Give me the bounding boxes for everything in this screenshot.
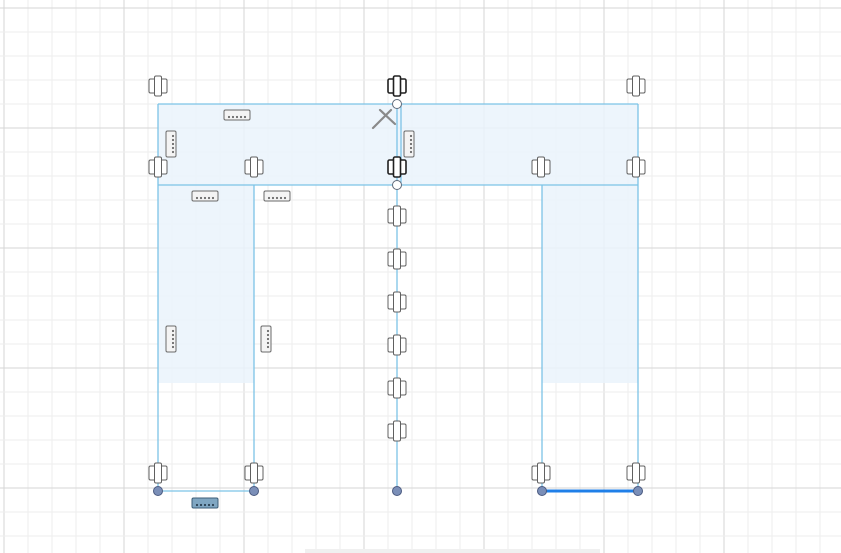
coincident-constraint-icon[interactable] xyxy=(387,248,407,270)
coincident-constraint-icon[interactable] xyxy=(387,75,407,97)
coincident-constraint-icon[interactable] xyxy=(148,462,168,484)
right-post-region[interactable] xyxy=(542,185,638,383)
coincident-constraint-icon[interactable] xyxy=(387,334,407,356)
coincident-constraint-icon[interactable] xyxy=(244,462,264,484)
bottom-left-foot-dimension-icon[interactable] xyxy=(191,497,219,509)
sketch-endpoints xyxy=(153,99,643,496)
coincident-constraint-icon[interactable] xyxy=(148,156,168,178)
bottom-right-outer-endpoint[interactable] xyxy=(633,486,643,496)
coincident-constraint-icon[interactable] xyxy=(531,462,551,484)
coincident-constraint-icon[interactable] xyxy=(148,75,168,97)
vertical-dimension-icon[interactable] xyxy=(260,325,272,353)
coincident-constraint-icon[interactable] xyxy=(387,420,407,442)
horizontal-scrollbar-track[interactable] xyxy=(305,549,600,553)
bottom-right-inner-endpoint[interactable] xyxy=(537,486,547,496)
vertical-dimension-icon[interactable] xyxy=(165,325,177,353)
horizontal-dimension-icon[interactable] xyxy=(191,190,219,202)
coincident-constraint-icon[interactable] xyxy=(387,291,407,313)
coincident-constraints xyxy=(148,75,646,484)
horizontal-dimension-icon[interactable] xyxy=(263,190,291,202)
perpendicular-constraint-icon[interactable] xyxy=(371,108,397,130)
bottom-left-inner-endpoint[interactable] xyxy=(249,486,259,496)
coincident-constraint-icon[interactable] xyxy=(626,75,646,97)
top-center-endpoint[interactable] xyxy=(392,99,402,109)
vertical-dimension-icon[interactable] xyxy=(165,130,177,158)
vertical-dimension-icon[interactable] xyxy=(403,130,415,158)
mid-center-endpoint[interactable] xyxy=(392,180,402,190)
coincident-constraint-icon[interactable] xyxy=(387,377,407,399)
horizontal-dimension-icon[interactable] xyxy=(223,109,251,121)
dimension-markers xyxy=(165,109,415,509)
coincident-constraint-icon[interactable] xyxy=(531,156,551,178)
bottom-left-outer-endpoint[interactable] xyxy=(153,486,163,496)
coincident-constraint-icon[interactable] xyxy=(626,156,646,178)
coincident-constraint-icon[interactable] xyxy=(387,156,407,178)
coincident-constraint-icon[interactable] xyxy=(626,462,646,484)
coincident-constraint-icon[interactable] xyxy=(387,205,407,227)
bottom-center-endpoint[interactable] xyxy=(392,486,402,496)
coincident-constraint-icon[interactable] xyxy=(244,156,264,178)
left-post-region[interactable] xyxy=(158,185,254,383)
